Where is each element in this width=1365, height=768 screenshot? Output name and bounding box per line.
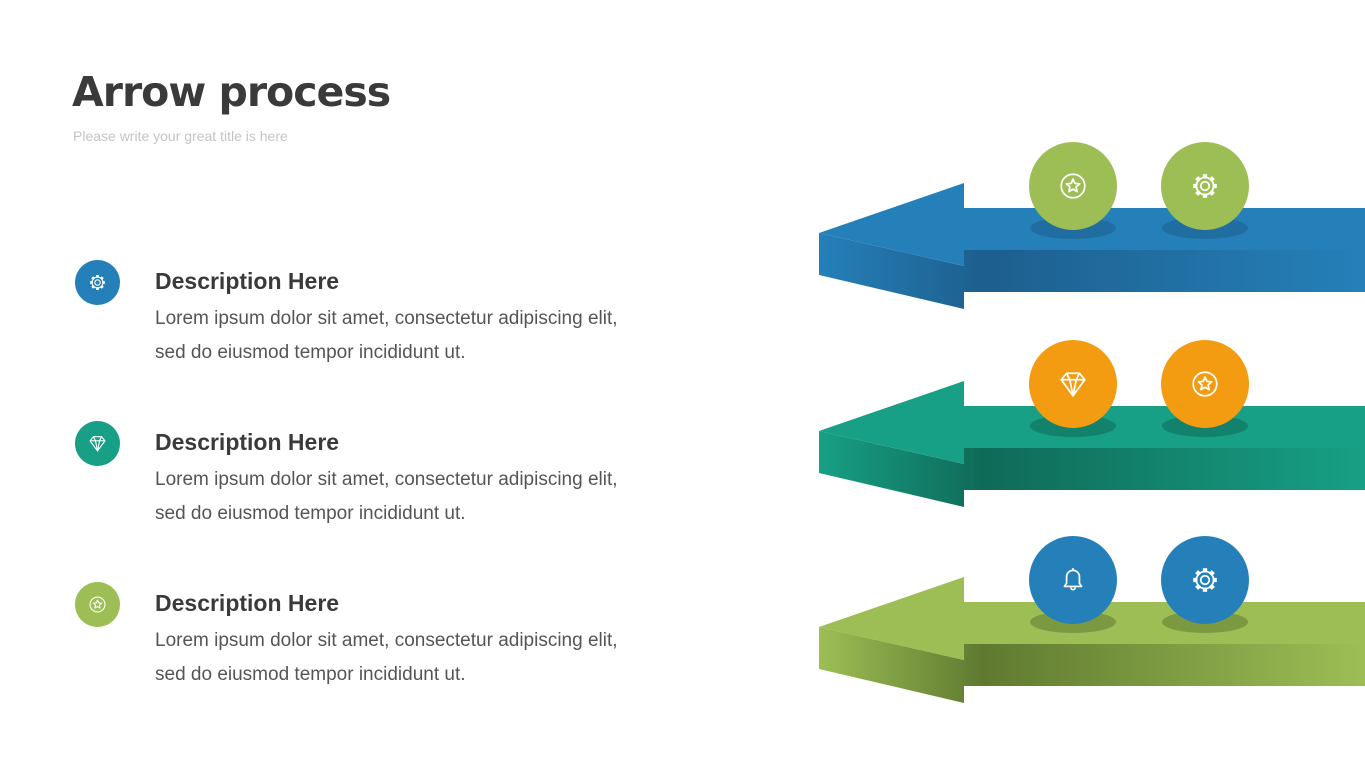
item-text: Lorem ipsum dolor sit amet, consectetur … bbox=[155, 308, 618, 363]
gear-icon bbox=[1193, 568, 1217, 592]
star-icon bbox=[1192, 371, 1218, 397]
arrow-1 bbox=[819, 142, 1365, 309]
diamond-icon bbox=[89, 436, 106, 452]
gear-icon bbox=[1193, 174, 1217, 198]
arrow-3 bbox=[819, 536, 1365, 703]
icon-circle bbox=[1161, 340, 1249, 428]
arrow-front-face bbox=[819, 431, 1365, 507]
icon-circle bbox=[1029, 536, 1117, 624]
diamond-icon bbox=[1060, 372, 1086, 397]
arrow-2 bbox=[819, 340, 1365, 507]
icon-circle bbox=[1161, 536, 1249, 624]
page-title: Arrow process bbox=[72, 68, 391, 116]
star-icon bbox=[75, 582, 120, 627]
gear-icon bbox=[90, 275, 105, 290]
item-text: Lorem ipsum dolor sit amet, consectetur … bbox=[155, 469, 618, 524]
item-title: Description Here bbox=[155, 268, 340, 294]
icon-circle bbox=[1161, 142, 1249, 230]
arrow-front-face bbox=[819, 233, 1365, 309]
gear-icon bbox=[75, 260, 120, 305]
icon-circle bbox=[1029, 340, 1117, 428]
star-icon bbox=[1060, 173, 1086, 199]
item-title: Description Here bbox=[155, 590, 340, 616]
item-text: Lorem ipsum dolor sit amet, consectetur … bbox=[155, 630, 618, 685]
bell-icon bbox=[1063, 568, 1083, 591]
icon-circle bbox=[1029, 142, 1117, 230]
page-subtitle: Please write your great title is here bbox=[73, 128, 288, 144]
item-title: Description Here bbox=[155, 429, 340, 455]
star-icon bbox=[89, 596, 106, 613]
arrow-front-face bbox=[819, 627, 1365, 703]
diamond-icon bbox=[75, 421, 120, 466]
